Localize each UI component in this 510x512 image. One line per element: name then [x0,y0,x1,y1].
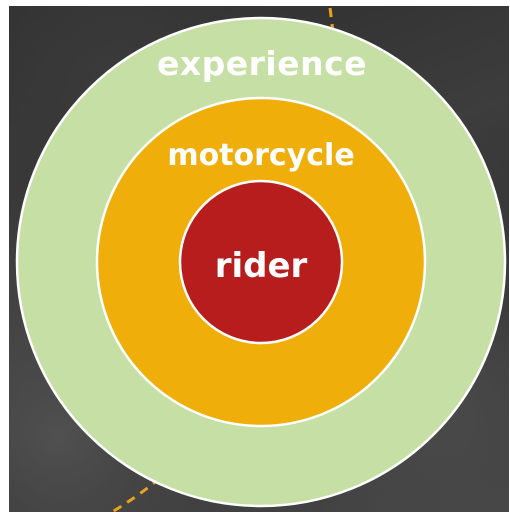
ring-label-experience: experience [156,44,368,83]
ring-rider [178,179,344,345]
ring-label-motorcycle: motorcycle [167,138,355,173]
ring-label-rider: rider [214,246,308,286]
road-line-bottom [111,476,161,512]
